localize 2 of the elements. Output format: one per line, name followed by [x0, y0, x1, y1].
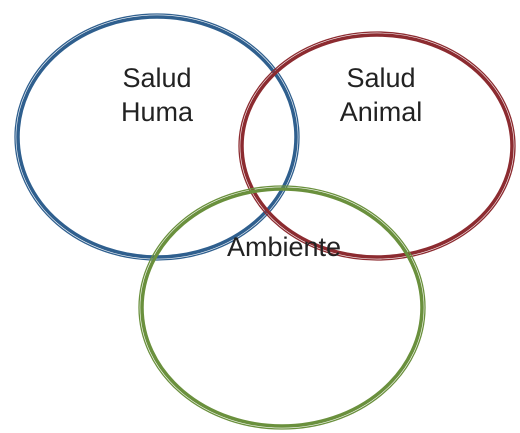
circle-label: Salud Huma: [120, 62, 194, 129]
circle-label: Salud Animal: [338, 62, 424, 129]
